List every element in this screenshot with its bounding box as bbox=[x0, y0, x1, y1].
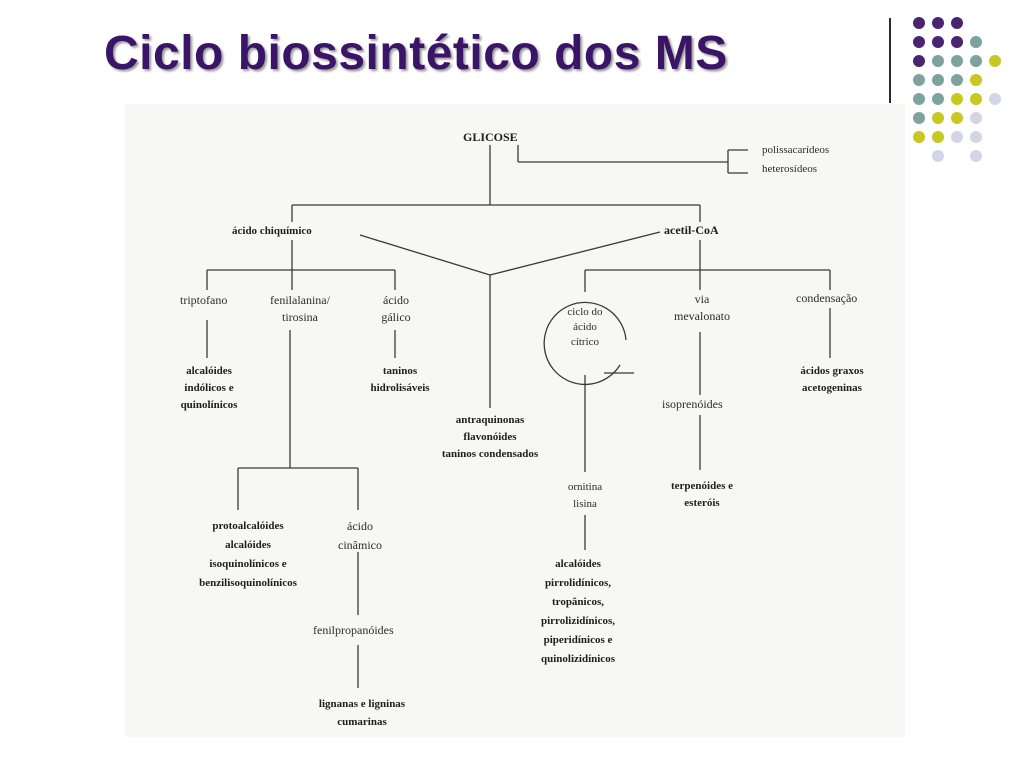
slide-title: Ciclo biossintético dos MS bbox=[104, 27, 728, 80]
node-taninos-hidrolisaveis: taninos hidrolisáveis bbox=[355, 363, 445, 397]
node-alcaloides-pirro-line2: pirrolidínicos, bbox=[544, 577, 612, 589]
node-heterosideos: heterosídeos bbox=[762, 163, 817, 175]
node-acido-chiquimico: ácido chiquímico bbox=[232, 225, 312, 237]
node-alcaloides-pirro-line5: piperidínicos e bbox=[543, 634, 613, 646]
node-protoalcaloides-line2: alcalóides bbox=[225, 539, 271, 551]
node-glicose: GLICOSE bbox=[463, 130, 518, 144]
node-terpenoides-line1: terpenóides e bbox=[670, 480, 733, 492]
node-acido-cinamico-line2: cinâmico bbox=[338, 538, 382, 552]
node-polissacarideos: polissacarídeos bbox=[762, 144, 830, 156]
node-alcaloides-indolicos-line2: indólicos e bbox=[184, 382, 234, 394]
node-alcaloides-pirrolidinicos: alcalóides pirrolidínicos, tropânicos, p… bbox=[520, 555, 636, 669]
node-acido-cinamico-line1: ácido bbox=[347, 519, 373, 533]
node-via-line2: mevalonato bbox=[674, 309, 730, 323]
node-antraquinonas-line2: flavonóides bbox=[463, 431, 517, 443]
node-alcaloides-pirro-line6: quinolizidínicos bbox=[541, 653, 615, 665]
node-acido-galico: ácido gálico bbox=[375, 292, 417, 326]
node-alcaloides-pirro-line4: pirrolizidínicos, bbox=[540, 615, 616, 627]
node-alcaloides-pirro-line3: tropânicos, bbox=[551, 596, 605, 608]
node-acido-galico-line1: ácido bbox=[383, 293, 409, 307]
node-fenilalanina-line2: tirosina bbox=[282, 310, 318, 324]
node-ornitina-line1: ornitina bbox=[567, 481, 603, 493]
node-ciclo-line2: ácido bbox=[573, 321, 597, 333]
node-fenilalanina: fenilalanina/ tirosina bbox=[259, 292, 341, 326]
node-fenilpropanoides: fenilpropanóides bbox=[313, 623, 394, 637]
node-taninos-hidrolisaveis-line1: taninos bbox=[382, 365, 418, 377]
node-condensacao: condensação bbox=[796, 291, 858, 305]
node-alcaloides-indolicos: alcalóides indólicos e quinolínicos bbox=[168, 363, 250, 414]
node-via-line1: via bbox=[694, 292, 710, 306]
node-lignanas: lignanas e ligninas cumarinas bbox=[296, 695, 428, 731]
node-acidos-graxos-line2: acetogeninas bbox=[802, 382, 862, 394]
node-triptofano: triptofano bbox=[180, 293, 228, 307]
node-antraquinonas: antraquinonas flavonóides taninos conden… bbox=[420, 412, 560, 463]
node-fenilalanina-line1: fenilalanina/ bbox=[270, 293, 330, 307]
node-lignanas-line2: cumarinas bbox=[337, 716, 387, 728]
node-ciclo-line1: ciclo do bbox=[567, 306, 603, 318]
title-divider bbox=[889, 18, 891, 103]
node-protoalcaloides-line3: isoquinolínicos e bbox=[209, 558, 287, 570]
node-alcaloides-pirro-line1: alcalóides bbox=[555, 558, 601, 570]
node-taninos-hidrolisaveis-line2: hidrolisáveis bbox=[370, 382, 430, 394]
node-alcaloides-indolicos-line1: alcalóides bbox=[186, 365, 232, 377]
node-ornitina: ornitina lisina bbox=[555, 479, 615, 513]
node-protoalcaloides: protoalcalóides alcalóides isoquinolínic… bbox=[178, 517, 318, 593]
node-ciclo-acido-citrico: ciclo do ácido cítrico bbox=[552, 305, 618, 350]
node-antraquinonas-line3: taninos condensados bbox=[441, 448, 539, 460]
node-protoalcaloides-line4: benzilisoquinolínicos bbox=[199, 577, 297, 589]
decorative-dot-grid bbox=[913, 17, 1001, 162]
node-acido-cinamico: ácido cinâmico bbox=[325, 517, 395, 555]
node-protoalcaloides-line1: protoalcalóides bbox=[212, 520, 284, 532]
node-acido-galico-line2: gálico bbox=[381, 310, 411, 324]
node-terpenoides-line2: esteróis bbox=[684, 497, 720, 509]
node-antraquinonas-line1: antraquinonas bbox=[455, 414, 525, 426]
scanned-diagram-background bbox=[125, 104, 905, 737]
node-acidos-graxos: ácidos graxos acetogeninas bbox=[784, 363, 880, 397]
node-acetil-coa: acetil-CoA bbox=[664, 223, 719, 237]
node-lignanas-line1: lignanas e ligninas bbox=[318, 698, 406, 710]
node-ornitina-line2: lisina bbox=[573, 498, 597, 510]
node-ciclo-line3: cítrico bbox=[570, 336, 600, 348]
node-terpenoides: terpenóides e esteróis bbox=[655, 478, 749, 512]
node-isoprenoides: isoprenóides bbox=[662, 397, 723, 411]
node-via-mevalonato: via mevalonato bbox=[660, 291, 744, 325]
node-alcaloides-indolicos-line3: quinolínicos bbox=[180, 399, 238, 411]
node-acidos-graxos-line1: ácidos graxos bbox=[800, 365, 864, 377]
